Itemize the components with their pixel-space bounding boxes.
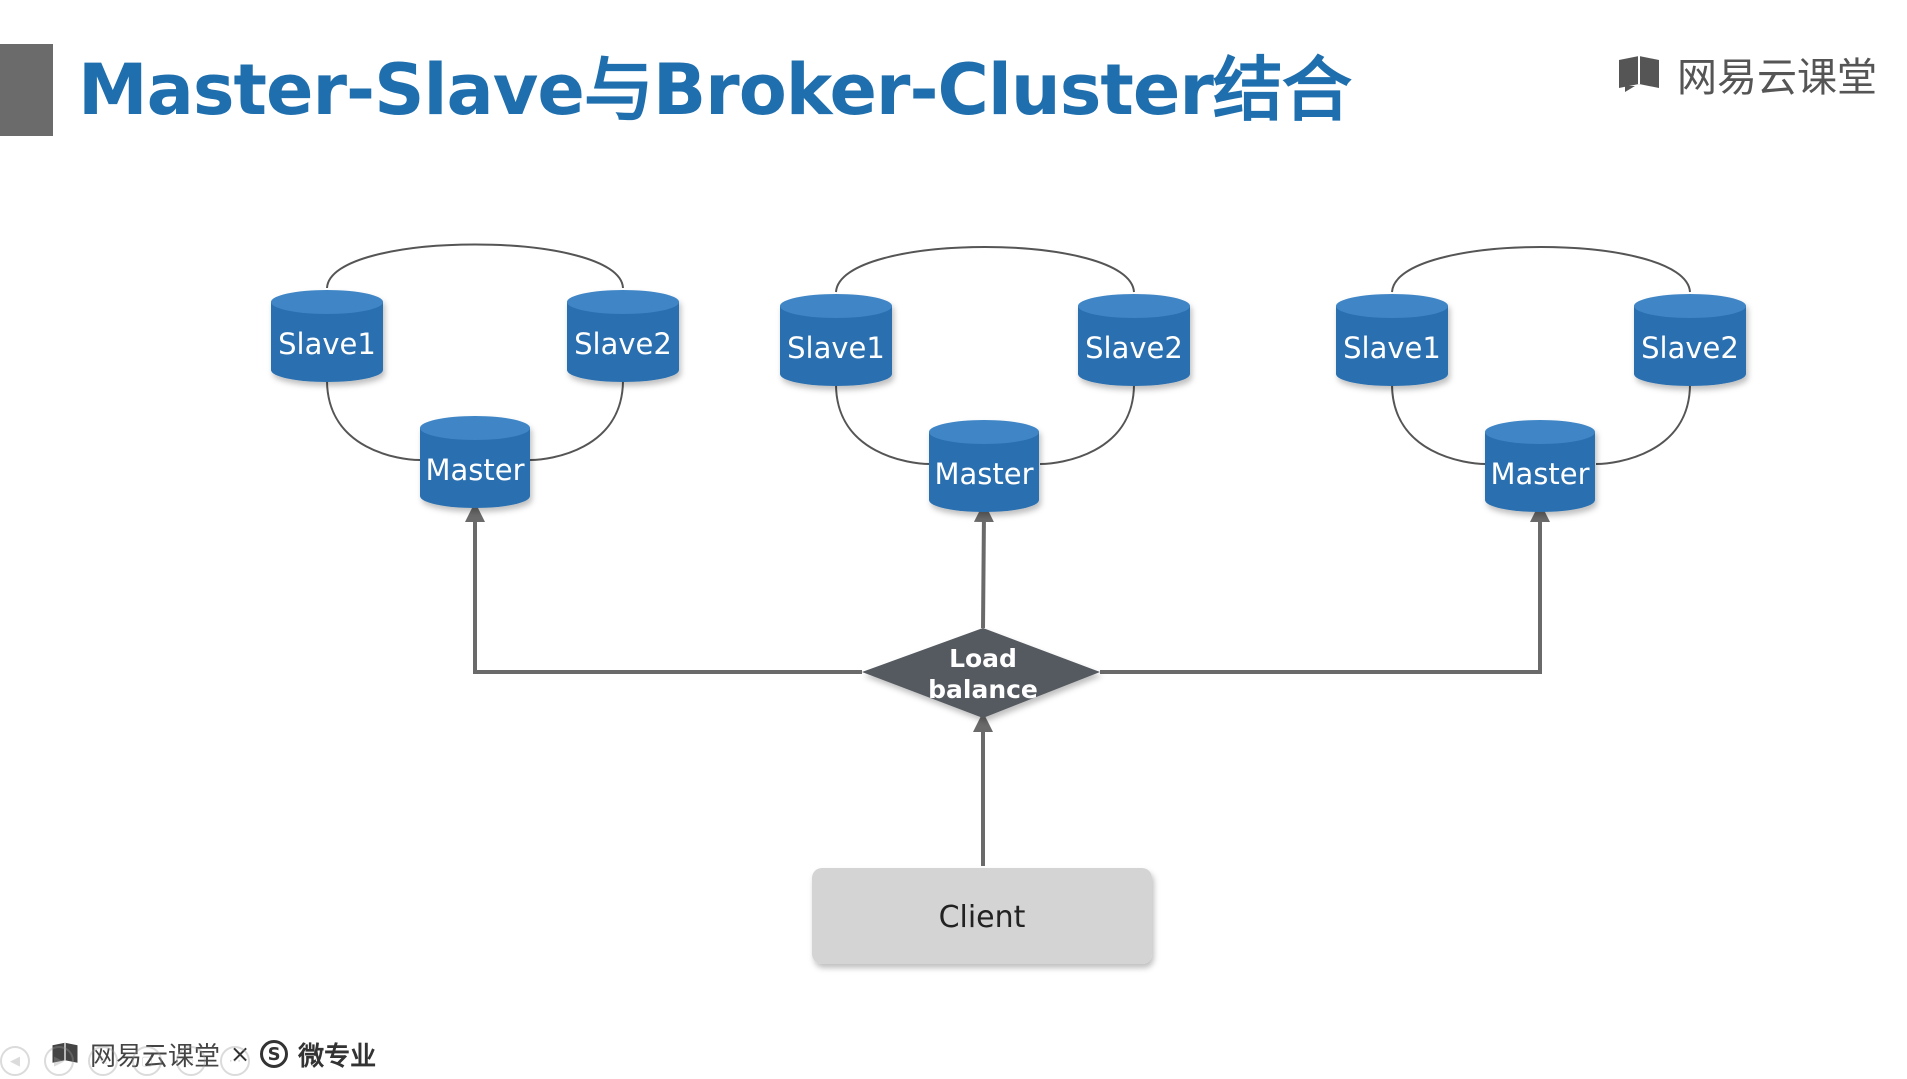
title-accent-bar	[0, 44, 53, 136]
master-label: Master	[1490, 457, 1589, 491]
copy-icon[interactable]: ▢	[132, 1046, 162, 1076]
pen-icon[interactable]: ✎	[88, 1046, 118, 1076]
master-node: Master	[929, 420, 1039, 512]
slave2-node: Slave2	[567, 290, 679, 382]
zoom-icon[interactable]: ⌕	[176, 1046, 206, 1076]
page-title: Master-Slave与Broker-Cluster结合	[78, 49, 1352, 131]
slave2-node: Slave2	[1634, 294, 1746, 386]
cluster-2-links	[835, 246, 1135, 465]
master-label: Master	[934, 457, 1033, 491]
slave1-label: Slave1	[278, 327, 376, 361]
cluster-2: Slave1 Slave2 Master	[780, 294, 1190, 512]
slave2-label: Slave2	[574, 327, 672, 361]
prev-icon[interactable]: ◀	[0, 1046, 30, 1076]
client-node: Client	[812, 868, 1152, 964]
slave2-label: Slave2	[1641, 331, 1739, 365]
slave1-node: Slave1	[1336, 294, 1448, 386]
slave1-label: Slave1	[787, 331, 885, 365]
cluster-1: Slave1 Slave2 Master	[271, 290, 679, 508]
brand-name: 网易云课堂	[1677, 55, 1877, 101]
more-icon[interactable]: ⋯	[220, 1046, 250, 1076]
slave1-node: Slave1	[271, 290, 383, 382]
load-balancer: Load balance	[862, 628, 1100, 718]
client-label: Client	[939, 900, 1026, 935]
slave2-node: Slave2	[1078, 294, 1190, 386]
book-icon	[1619, 56, 1659, 92]
cluster-1-links	[326, 243, 624, 461]
master-node: Master	[420, 416, 530, 508]
slave2-label: Slave2	[1085, 331, 1183, 365]
slave1-label: Slave1	[1343, 331, 1441, 365]
player-controls: ◀ ▶ ✎ ▢ ⌕ ⋯	[0, 1046, 250, 1078]
cluster-3: Slave1 Slave2 Master	[1336, 294, 1746, 512]
s-badge-icon: S	[260, 1040, 289, 1068]
load-balance-connectors	[465, 502, 1550, 866]
next-icon[interactable]: ▶	[44, 1046, 74, 1076]
load-balancer-label-line1: Load	[949, 644, 1017, 673]
cluster-3-links	[1391, 246, 1691, 465]
master-node: Master	[1485, 420, 1595, 512]
slave1-node: Slave1	[780, 294, 892, 386]
footer-partner-name: 微专业	[298, 1041, 377, 1072]
header-brand: 网易云课堂	[1615, 46, 1877, 102]
load-balancer-label-line2: balance	[928, 675, 1038, 704]
master-label: Master	[425, 453, 524, 487]
